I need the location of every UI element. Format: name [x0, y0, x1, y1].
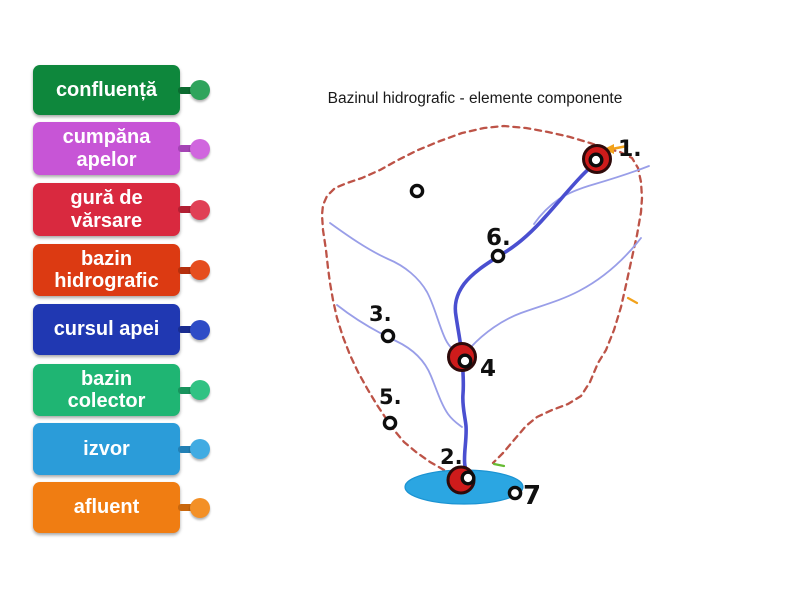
diagram-title: Bazinul hidrografic - elemente component…	[327, 90, 623, 107]
green-tick	[492, 462, 506, 468]
spot-number-7: 7	[523, 481, 541, 511]
drop-target-spot-unlabeled[interactable]	[409, 183, 425, 199]
label-text: cursul apei	[53, 318, 160, 341]
tributary-northeast	[533, 165, 650, 225]
label-text: bazin colector	[67, 367, 146, 412]
label-text: afluent	[73, 496, 140, 519]
label-chip-cumpana-apelor[interactable]: cumpăna apelor	[33, 122, 210, 175]
orange-tick	[626, 296, 639, 305]
drop-target-spot-7[interactable]	[507, 485, 523, 501]
label-chip-confluenta[interactable]: confluență	[33, 65, 210, 115]
tributary-northwest	[329, 222, 460, 354]
spot-number-1: 1.	[618, 137, 642, 162]
connector-dot	[190, 260, 210, 280]
label-text: cumpăna apelor	[62, 126, 151, 171]
connector-dot	[190, 497, 210, 518]
label-chip-gura-de-varsare[interactable]: gură de vărsare	[33, 183, 210, 236]
label-chip-cursul-apei[interactable]: cursul apei	[33, 304, 210, 355]
label-text: confluență	[55, 78, 158, 101]
label-chip-bazin-hidrografic[interactable]: bazin hidrografic	[33, 244, 210, 296]
spot-number-3: 3.	[369, 302, 392, 326]
watershed-boundary	[320, 124, 644, 472]
label-chip-afluent[interactable]: afluent	[33, 482, 210, 533]
drop-target-spot-2[interactable]	[460, 470, 476, 486]
connector-dot	[190, 439, 210, 459]
connector-dot	[190, 199, 210, 220]
spot-number-6: 6.	[486, 225, 511, 251]
drop-target-spot-6[interactable]	[490, 248, 506, 264]
label-text: izvor	[83, 437, 130, 460]
label-text: bazin hidrografic	[54, 247, 159, 292]
label-text: gură de vărsare	[70, 187, 143, 232]
label-chip-izvor[interactable]: izvor	[33, 423, 210, 475]
connector-dot	[190, 138, 210, 159]
spot-number-5: 5.	[379, 385, 402, 409]
spot-number-4: 4	[480, 356, 496, 382]
connector-dot	[190, 380, 210, 400]
drop-target-spot-3[interactable]	[380, 328, 396, 344]
connector-dot	[190, 319, 210, 340]
label-chip-bazin-colector[interactable]: bazin colector	[33, 364, 210, 416]
arrow-to-spot-1	[610, 144, 629, 151]
drop-target-spot-4[interactable]	[457, 353, 473, 369]
drop-target-spot-1[interactable]	[588, 152, 604, 168]
main-river	[453, 161, 598, 479]
connector-dot	[190, 80, 210, 100]
spot-number-2: 2.	[440, 445, 463, 469]
tributary-west	[336, 304, 463, 428]
drop-target-spot-5[interactable]	[382, 415, 398, 431]
arrow-to-spot-1-head	[604, 144, 614, 154]
tributary-east	[470, 237, 642, 348]
